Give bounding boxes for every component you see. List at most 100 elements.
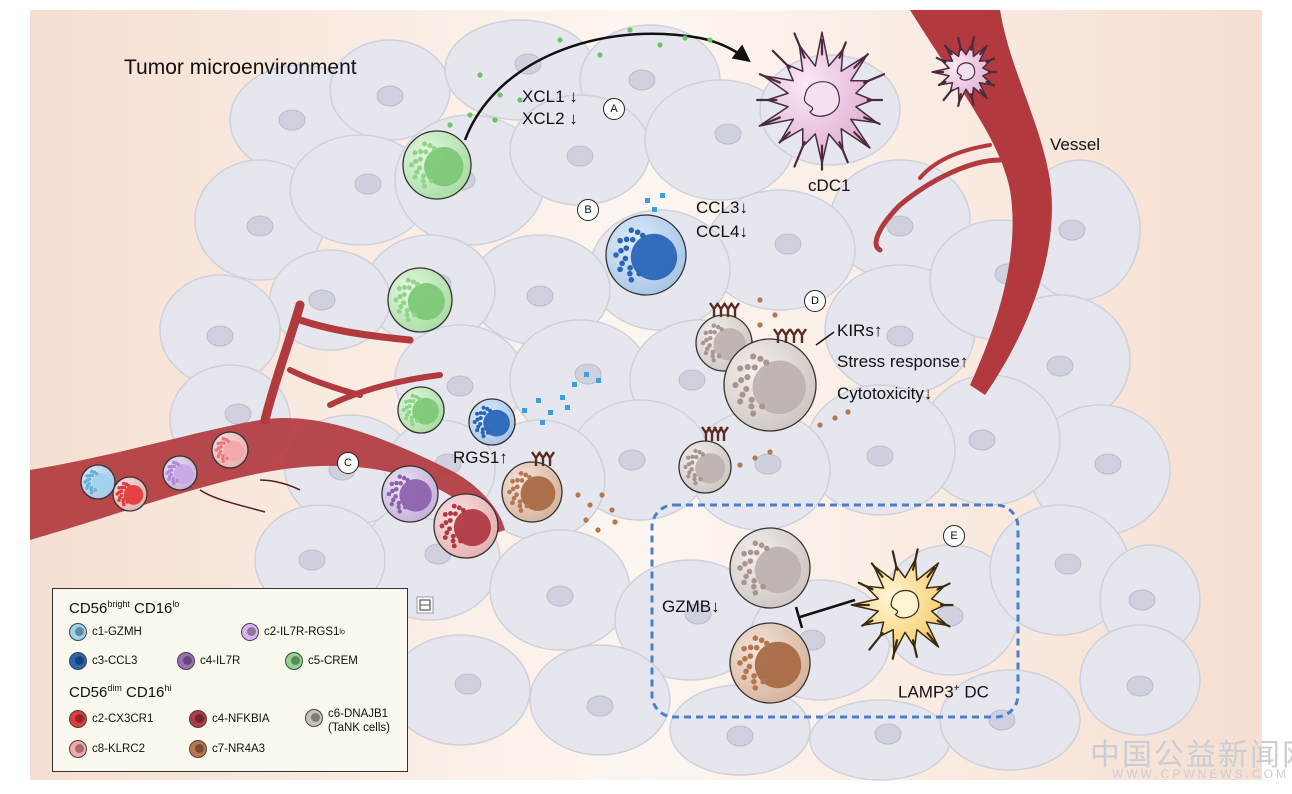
tumor-cell-nucleus: [754, 453, 782, 475]
tumor-cell-nucleus: [886, 325, 914, 347]
marker-c: C: [337, 452, 359, 474]
tank-cell-small-bottom: [678, 440, 732, 494]
vessel-cell-c1-gzmh: [80, 464, 116, 500]
inhibition-symbol: [794, 598, 856, 629]
tumor-cell-nucleus: [866, 445, 894, 467]
ccl-chemokine: [596, 378, 601, 383]
tumor-cell-nucleus: [714, 123, 742, 145]
vessel-dendritic-cell: [931, 35, 998, 108]
secreted-chemokines: [447, 27, 851, 533]
marker-a: A: [603, 98, 625, 120]
cytotoxicity-label: Cytotoxicity↓: [837, 384, 933, 403]
tumor-cell-nucleus: [774, 233, 802, 255]
tumor-cell-nucleus: [278, 109, 306, 131]
tumor-cell-nucleus: [678, 369, 706, 391]
nk-cell-c7-nr4a3-box: [729, 622, 811, 704]
granule-release: [752, 455, 758, 461]
tumor-cell-nucleus: [546, 585, 574, 607]
tumor-cell-nucleus: [1054, 553, 1082, 575]
ccl-chemokine: [548, 410, 553, 415]
ccl-chemokine: [645, 198, 650, 203]
legend-heading-bright: CD56bright CD16lo: [69, 599, 180, 617]
vessel-cell-c8-klrc2: [211, 431, 249, 469]
tumor-cell-nucleus: [376, 85, 404, 107]
blood-vessel-right: [873, 10, 1052, 395]
cdc1-label: cDC1: [808, 176, 851, 195]
tumor-cell-nucleus: [1058, 219, 1086, 241]
tumor-cell-nucleus: [298, 549, 326, 571]
legend-item-c3-ccl3: c3-CCL3: [69, 651, 137, 671]
ccl-chemokine: [584, 372, 589, 377]
tank-cell-box: [729, 527, 811, 609]
image-scan-icon[interactable]: [416, 596, 434, 614]
lamp3-dc-cell: [850, 548, 954, 660]
granule-release: [587, 502, 593, 508]
gzmb-label: GZMB↓: [662, 597, 720, 616]
tumor-cell-nucleus: [354, 173, 382, 195]
tank-cell-large: [723, 338, 817, 432]
xcl1-label: XCL1 ↓: [522, 87, 578, 106]
ccl-chemokine: [660, 193, 665, 198]
tumor-cell-nucleus: [586, 695, 614, 717]
tank-dc-interaction-box: [650, 503, 1020, 719]
legend-item-c7-nr4a3: c7-NR4A3: [189, 739, 265, 759]
tumor-cell-nucleus: [1126, 675, 1154, 697]
ccl-chemokine: [536, 398, 541, 403]
kirs-label: KIRs↑: [837, 321, 883, 340]
tumor-cell-nucleus: [684, 603, 712, 625]
stress-response-label: Stress response↑: [837, 352, 969, 371]
rgs1-label: RGS1↑: [453, 448, 508, 467]
nk-cell-c5-crem-c: [397, 386, 445, 434]
blood-vessel-left: [30, 300, 505, 540]
marker-b: B: [577, 199, 599, 221]
nk-cell-c4-nfkbia: [433, 493, 499, 559]
xcl-chemokine: [682, 35, 688, 41]
granule-release: [845, 409, 851, 415]
ccl-chemokine: [540, 420, 545, 425]
granule-release: [772, 312, 778, 318]
legend-heading-dim: CD56dim CD16hi: [69, 683, 172, 701]
legend-item-c1-gzmh: c1-GZMH: [69, 622, 142, 642]
xcl-chemokine: [597, 52, 603, 58]
lamp3-dc-label: LAMP3+ DC: [898, 682, 989, 702]
granule-release: [612, 519, 618, 525]
granule-release: [832, 415, 838, 421]
legend-item-c5-crem: c5-CREM: [285, 651, 358, 671]
migration-arrow: [463, 32, 751, 141]
ccl-chemokine: [565, 405, 570, 410]
legend-item-c8-klrc2: c8-KLRC2: [69, 739, 145, 759]
kir-receptors: [709, 302, 740, 317]
nk-cell-c7-nr4a3: [501, 461, 563, 523]
xcl-chemokine: [477, 72, 483, 78]
granule-release: [757, 322, 763, 328]
nk-cell-c4-il7r: [381, 465, 439, 523]
ccl4-label: CCL4↓: [696, 222, 748, 241]
marker-e: E: [943, 525, 965, 547]
diagram-title: Tumor microenvironment: [124, 56, 357, 79]
granule-release: [817, 422, 823, 428]
xcl2-label: XCL2 ↓: [522, 109, 578, 128]
xcl-chemokine: [447, 122, 453, 128]
xcl-chemokine: [657, 42, 663, 48]
ccl-chemokine: [522, 408, 527, 413]
tumor-cell-nucleus: [446, 375, 474, 397]
tumor-cell-nucleus: [886, 215, 914, 237]
tumor-cell-nucleus: [566, 145, 594, 167]
tumor-cell-nucleus: [618, 449, 646, 471]
nk-cell-c5-crem-a: [402, 130, 472, 200]
cdc1-dendritic-cell: [756, 31, 886, 171]
kir-receptors: [773, 328, 807, 343]
xcl-chemokine: [557, 37, 563, 43]
granule-release: [583, 517, 589, 523]
xcl-chemokine: [497, 92, 503, 98]
tumor-cell-nucleus: [1128, 589, 1156, 611]
tumor-cell-nucleus: [514, 53, 542, 75]
xcl-chemokine: [707, 37, 713, 43]
ccl-chemokine: [652, 207, 657, 212]
granule-release: [609, 507, 615, 513]
kirs-pointer: [815, 331, 835, 346]
